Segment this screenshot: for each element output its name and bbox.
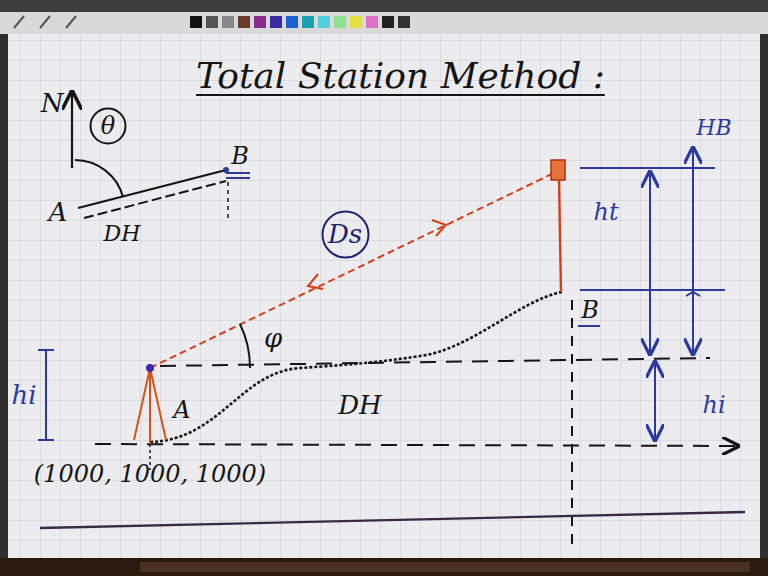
vertical-dashed	[571, 300, 573, 548]
point-label: A	[49, 199, 68, 225]
ground-base	[40, 512, 745, 528]
hb-head	[686, 292, 700, 296]
plan-dashed-drop	[227, 182, 229, 222]
scroll-bar	[140, 562, 750, 572]
ground-profile	[150, 292, 562, 442]
north-arrow	[71, 92, 73, 168]
prism-pole	[559, 180, 561, 292]
b-underline	[578, 325, 600, 327]
angle-label: φ	[264, 325, 282, 351]
circle-ring	[322, 211, 368, 257]
canvas	[8, 34, 760, 558]
hi-bracket	[38, 350, 54, 440]
point-b	[223, 167, 229, 173]
slide-title: Total Station Method :	[196, 58, 605, 94]
grid-lines	[8, 34, 760, 558]
height-label: HB	[696, 117, 731, 139]
prism	[551, 160, 565, 180]
circle-ring	[91, 109, 126, 144]
pen-tools	[14, 16, 76, 28]
title-bar	[0, 0, 768, 12]
point-label: B	[581, 298, 599, 322]
bearing-arc	[75, 160, 123, 197]
height-label: hi	[11, 382, 36, 408]
datum-line	[95, 444, 738, 446]
dh-projection	[84, 181, 226, 218]
circled-distance: Ds	[321, 210, 370, 259]
point-label: A	[173, 398, 190, 422]
hi-dimension	[654, 362, 656, 440]
instrument	[146, 364, 154, 372]
bottom-bar	[0, 558, 768, 576]
tripod	[134, 368, 166, 444]
level-ticks	[580, 168, 725, 290]
line-ab	[78, 170, 226, 208]
vertical-angle-arc	[240, 324, 250, 368]
node-text: Ds	[328, 221, 362, 247]
distance-label: DH	[338, 392, 382, 418]
north-label: N	[41, 90, 64, 116]
b-mark	[226, 173, 250, 178]
instrument-horizontal	[160, 358, 710, 366]
ht-dimension	[649, 172, 651, 354]
distance-label: DH	[104, 223, 141, 245]
height-label: hi	[702, 393, 725, 417]
node-text: θ	[101, 114, 115, 138]
frame-left	[0, 34, 8, 558]
frame-right	[760, 34, 768, 558]
circled-angle: θ	[89, 107, 127, 145]
hb-dimension	[692, 148, 694, 354]
color-palette	[190, 16, 410, 28]
height-label: ht	[593, 200, 618, 224]
return-arrow	[308, 274, 323, 289]
sight-arrow	[432, 220, 446, 236]
point-label: B	[231, 144, 249, 168]
line-of-sight	[150, 172, 556, 368]
toolbar	[0, 12, 768, 34]
coordinate-label: (1000, 1000, 1000)	[34, 462, 266, 486]
